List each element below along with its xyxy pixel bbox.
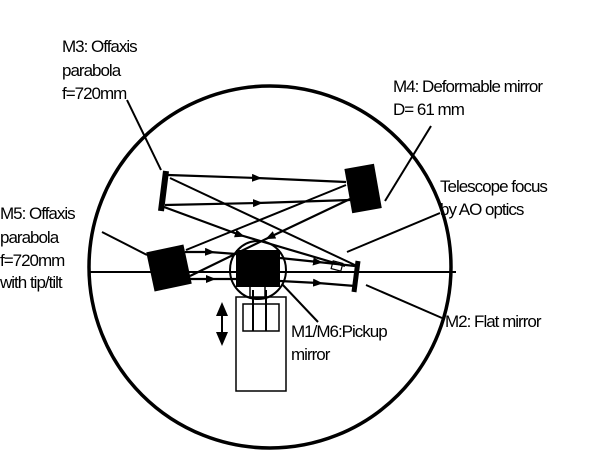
svg-text:mirror: mirror [291,345,331,364]
svg-text:f=720mm: f=720mm [62,84,127,103]
label-telescope-focus: Telescope focus by AO optics [440,177,548,219]
label-m3: M3: Offaxis parabola f=720mm [62,37,138,103]
optical-bench-outline [87,84,453,450]
label-m1-m6: M1/M6:Pickup mirror [291,322,388,364]
m2-flat-mirror [351,260,361,293]
m5-tip-tilt-mirror [146,244,192,292]
label-m4: M4: Deformable mirror D= 61 mm [393,77,544,119]
pickup-field-circle [229,240,287,300]
label-m5: M5: Offaxis parabola f=720mm with tip/ti… [0,204,76,292]
m4-deformable-mirror [344,163,382,214]
pickup-stage [235,285,287,392]
leader-lines [101,99,443,323]
svg-text:M3: Offaxis: M3: Offaxis [62,37,137,56]
translation-double-arrow-icon [216,302,228,346]
light-rays [163,173,358,288]
svg-text:with tip/tilt: with tip/tilt [0,273,63,292]
m1-m6-pickup-mirror [236,250,280,285]
svg-text:M4: Deformable mirror: M4: Deformable mirror [393,77,543,96]
svg-text:Telescope focus: Telescope focus [440,177,547,196]
svg-text:M1/M6:Pickup: M1/M6:Pickup [291,322,387,341]
svg-text:f=720mm: f=720mm [0,251,65,270]
svg-text:D= 61 mm: D= 61 mm [393,100,465,119]
svg-text:parabola: parabola [62,61,122,80]
svg-text:by AO optics: by AO optics [440,200,524,219]
label-m2: M2: Flat mirror [445,312,543,331]
svg-text:parabola: parabola [0,228,60,247]
m3-offaxis-parabola-mirror [158,170,169,212]
svg-text:M5: Offaxis: M5: Offaxis [0,204,75,223]
svg-text:M2: Flat mirror: M2: Flat mirror [445,312,542,331]
